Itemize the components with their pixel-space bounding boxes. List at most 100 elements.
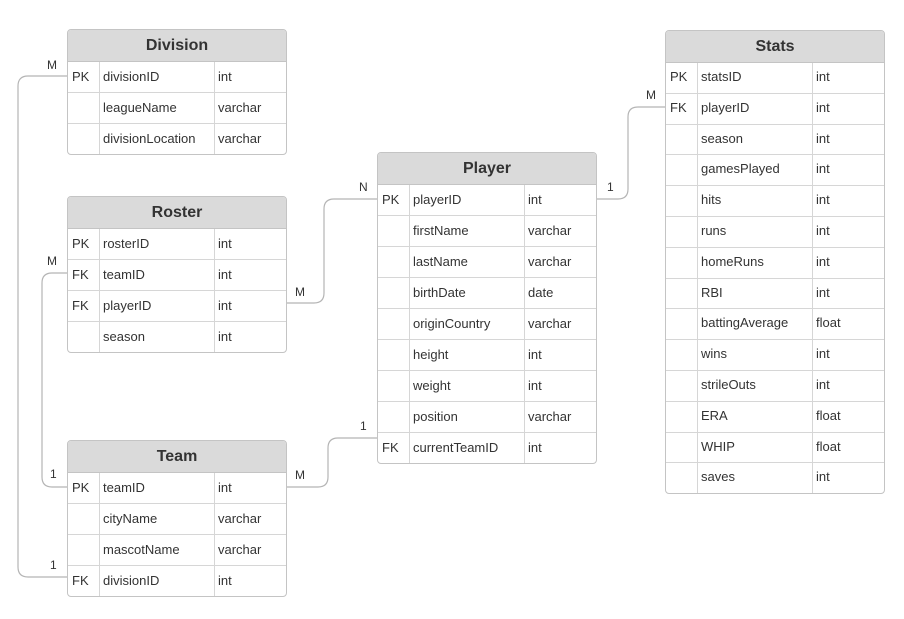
key-cell	[666, 247, 698, 278]
key-cell	[666, 432, 698, 463]
column-type: int	[218, 236, 232, 251]
column-name: divisionLocation	[100, 124, 215, 154]
column-name: originCountry	[410, 309, 525, 339]
cardinality-player-team-1: 1	[360, 419, 367, 433]
column-type: int	[218, 573, 232, 588]
column-type: int	[816, 376, 830, 392]
key-cell: PK	[68, 229, 100, 259]
key-cell: FK	[68, 291, 100, 321]
key-cell	[666, 216, 698, 247]
key-cell	[666, 186, 698, 216]
column-name: battingAverage	[698, 309, 813, 340]
key-cell	[378, 216, 410, 246]
key-cell	[68, 504, 100, 534]
cardinality-player-stats-1: 1	[607, 180, 614, 194]
roster-team-connector	[41, 272, 68, 488]
column-type: float	[816, 315, 841, 331]
column-name: gamesPlayed	[698, 155, 813, 186]
key-cell: PK	[378, 185, 410, 215]
column-type: int	[528, 192, 542, 207]
column-name: ERA	[698, 401, 813, 432]
team-player-connector	[286, 437, 378, 488]
stats-table-header: Stats	[666, 31, 884, 63]
column-name: divisionID	[100, 566, 215, 596]
column-name: strileOuts	[698, 370, 813, 401]
column-type: int	[816, 469, 830, 485]
column-name: RBI	[698, 278, 813, 309]
column-name: statsID	[698, 63, 813, 93]
column-name: currentTeamID	[410, 433, 525, 463]
column-name: saves	[698, 463, 813, 494]
key-cell	[378, 371, 410, 401]
column-type: varchar	[528, 223, 572, 238]
key-cell	[666, 124, 698, 155]
column-type: int	[528, 378, 542, 393]
key-cell: FK	[666, 93, 698, 124]
cardinality-player-roster-n: N	[359, 180, 368, 194]
column-type: int	[218, 480, 232, 495]
column-type: int	[816, 99, 830, 115]
key-cell: PK	[68, 473, 100, 503]
key-cell	[666, 309, 698, 340]
key-cell: FK	[378, 433, 410, 463]
column-name: height	[410, 340, 525, 370]
cardinality-roster-player-m: M	[295, 285, 305, 299]
column-name: rosterID	[100, 229, 215, 259]
column-type: int	[816, 346, 830, 362]
column-name: playerID	[698, 93, 813, 124]
column-type: varchar	[528, 409, 572, 424]
key-cell	[666, 370, 698, 401]
column-name: lastName	[410, 247, 525, 277]
column-type: int	[218, 267, 232, 282]
column-type: int	[816, 161, 830, 177]
key-cell	[68, 535, 100, 565]
key-cell	[378, 402, 410, 432]
column-type: int	[816, 222, 830, 238]
column-type: int	[816, 69, 830, 84]
column-type: varchar	[528, 254, 572, 269]
column-type: varchar	[218, 100, 262, 115]
cardinality-team-player-m: M	[295, 468, 305, 482]
division-table-header: Division	[68, 30, 286, 62]
